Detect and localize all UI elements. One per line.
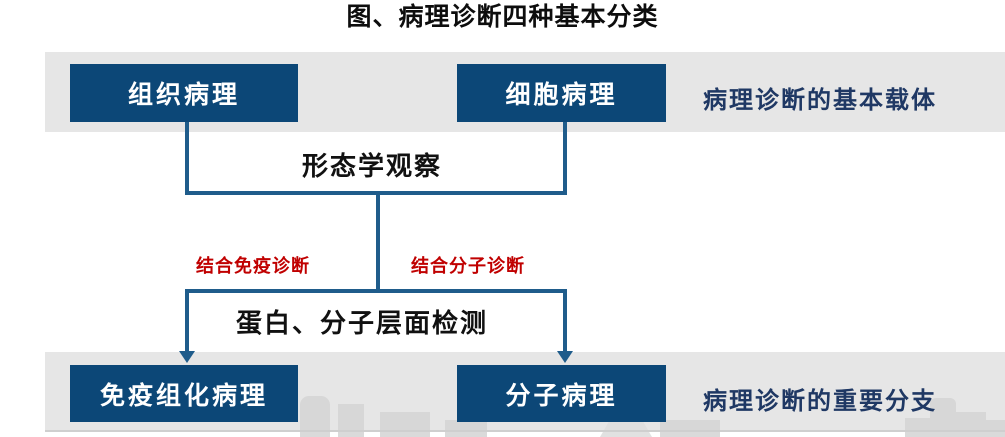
box-molecular-pathology-label: 分子病理 bbox=[505, 382, 618, 410]
arrowhead-down-icon bbox=[557, 351, 573, 363]
arrowhead-down-icon bbox=[179, 351, 195, 363]
label-combine-molecular-diagnosis: 结合分子诊断 bbox=[411, 256, 525, 276]
connector-line-cell-down bbox=[563, 122, 567, 195]
connector-line-to-molecular bbox=[563, 289, 567, 351]
connector-line-center-vertical bbox=[376, 191, 380, 293]
watermark-building-icon bbox=[380, 412, 430, 437]
box-cytopathology-label: 细胞病理 bbox=[505, 82, 618, 109]
box-molecular-pathology[interactable]: 分子病理 bbox=[457, 365, 666, 422]
watermark-building-icon bbox=[660, 420, 720, 437]
connector-line-lower-bracket bbox=[185, 289, 567, 293]
caption-top-row: 病理诊断的基本载体 bbox=[703, 88, 937, 114]
connector-line-to-ihc bbox=[185, 289, 189, 351]
watermark-building-icon bbox=[445, 420, 487, 437]
watermark-building-icon bbox=[905, 418, 930, 437]
page-title: 图、病理诊断四种基本分类 bbox=[346, 4, 659, 31]
label-morphologic-observation: 形态学观察 bbox=[302, 152, 443, 181]
box-immunohistochemistry-pathology[interactable]: 免疫组化病理 bbox=[70, 365, 298, 422]
watermark-building-icon bbox=[986, 420, 1005, 437]
label-protein-molecular-detection: 蛋白、分子层面检测 bbox=[236, 309, 489, 338]
watermark-building-icon bbox=[338, 404, 364, 437]
box-immunohistochemistry-pathology-label: 免疫组化病理 bbox=[99, 382, 268, 410]
connector-line-tissue-down bbox=[185, 122, 189, 195]
watermark-building-icon bbox=[956, 412, 986, 437]
watermark-ground-line bbox=[45, 430, 1005, 432]
label-combine-immune-diagnosis: 结合免疫诊断 bbox=[196, 256, 310, 276]
box-tissue-pathology-label: 组织病理 bbox=[127, 82, 240, 109]
caption-bottom-row: 病理诊断的重要分支 bbox=[703, 389, 937, 415]
box-tissue-pathology[interactable]: 组织病理 bbox=[70, 64, 298, 122]
box-cytopathology[interactable]: 细胞病理 bbox=[457, 64, 666, 122]
